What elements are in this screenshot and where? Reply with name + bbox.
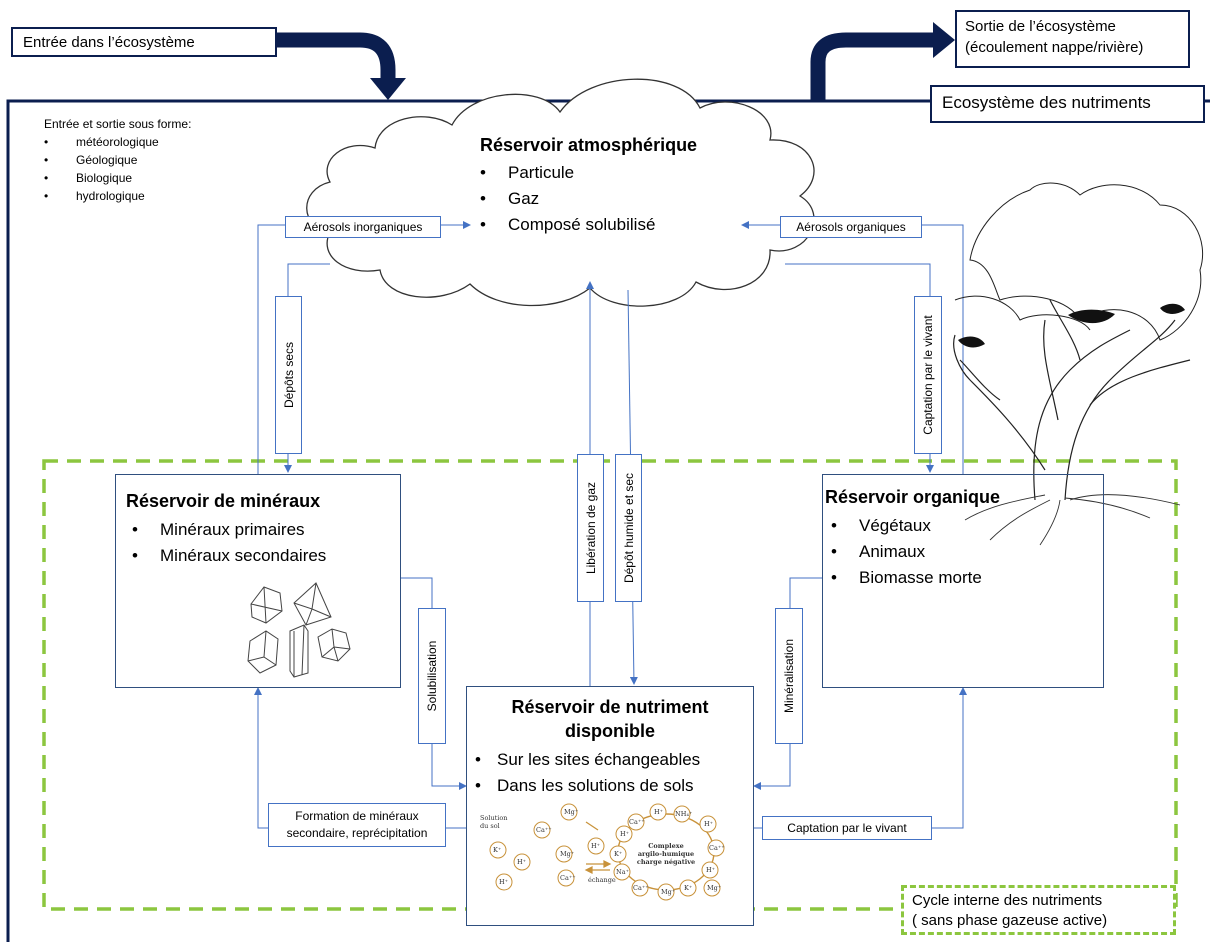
entry-label: Entrée dans l’écosystème bbox=[23, 34, 195, 51]
ecosystem-frame bbox=[6, 99, 1210, 942]
flow-aerosols-inorganiques: Aérosols inorganiques bbox=[285, 216, 441, 238]
ion-label: Mg⁺ bbox=[707, 884, 722, 892]
ion-label: K⁺ bbox=[614, 850, 623, 858]
flow-aerosols-organiques-text: Aérosols organiques bbox=[796, 220, 906, 234]
minerals-list: Minéraux primaires Minéraux secondaires bbox=[126, 517, 400, 569]
organic-title: Réservoir organique bbox=[825, 487, 1001, 507]
exit-label-line2: (écoulement nappe/rivière) bbox=[965, 39, 1144, 56]
soil-complexe-line1: Complexe bbox=[648, 842, 684, 850]
list-item: hydrologique bbox=[44, 187, 191, 205]
flow-solubilisation: Solubilisation bbox=[418, 608, 446, 744]
internal-cycle-line2: ( sans phase gazeuse active) bbox=[912, 912, 1108, 929]
exit-label-box: Sortie de l’écosystème (écoulement nappe… bbox=[955, 10, 1190, 68]
list-item: Dans les solutions de sols bbox=[469, 773, 753, 799]
entry-arrow bbox=[277, 32, 406, 100]
list-item: météorologique bbox=[44, 133, 191, 151]
flow-depots-secs: Dépôts secs bbox=[275, 296, 302, 454]
flow-captation-horizontal-text: Captation par le vivant bbox=[787, 821, 907, 835]
list-item: Géologique bbox=[44, 151, 191, 169]
ion-label: Mg⁺ bbox=[661, 888, 676, 896]
list-item: Biomasse morte bbox=[825, 565, 1103, 591]
ion-label: H⁺ bbox=[620, 830, 630, 838]
nutrient-list: Sur les sites échangeables Dans les solu… bbox=[469, 747, 753, 799]
flow-mineralisation-text: Minéralisation bbox=[782, 638, 796, 714]
list-item: Particule bbox=[474, 160, 774, 186]
list-item: Gaz bbox=[474, 186, 774, 212]
io-forms-heading: Entrée et sortie sous forme: bbox=[44, 117, 192, 131]
ion-label: K⁺ bbox=[684, 884, 693, 892]
ion-label: Ca⁺⁺ bbox=[629, 818, 645, 826]
organic-list: Végétaux Animaux Biomasse morte bbox=[825, 513, 1103, 591]
soil-solution-label: Solution du sol bbox=[480, 814, 507, 830]
io-forms-list: météorologique Géologique Biologique hyd… bbox=[44, 133, 191, 205]
ion-label: K⁺ bbox=[493, 846, 502, 854]
atmosphere-list: Particule Gaz Composé solubilisé bbox=[474, 160, 774, 238]
ecosystem-title-box: Ecosystème des nutriments bbox=[930, 85, 1205, 123]
ion-label: H⁺ bbox=[591, 842, 601, 850]
io-forms: Entrée et sortie sous forme: météorologi… bbox=[44, 115, 191, 205]
list-item: Composé solubilisé bbox=[474, 212, 774, 238]
flow-captation-vertical: Captation par le vivant bbox=[914, 296, 942, 454]
list-item: Végétaux bbox=[825, 513, 1103, 539]
flow-formation-line2: secondaire, reprécipitation bbox=[286, 826, 428, 840]
ion-label: NH₄⁺ bbox=[675, 810, 693, 818]
ion-label: H⁺ bbox=[704, 820, 714, 828]
ion-label: H⁺ bbox=[654, 808, 664, 816]
flow-liberation-gaz: Libération de gaz bbox=[577, 454, 604, 602]
soil-figure-shapes bbox=[489, 803, 725, 901]
minerals-reservoir: Réservoir de minéraux Minéraux primaires… bbox=[115, 474, 401, 688]
flow-captation-horizontal: Captation par le vivant bbox=[762, 816, 932, 840]
soil-solution-line1: Solution bbox=[480, 814, 508, 822]
ion-label: Na⁺ bbox=[616, 868, 629, 876]
ion-label: Mg⁺ bbox=[560, 850, 575, 858]
list-item: Biologique bbox=[44, 169, 191, 187]
ion-label: Ca⁺⁺ bbox=[536, 826, 552, 834]
ion-label: H⁺ bbox=[499, 878, 509, 886]
soil-echange-label: échange bbox=[588, 876, 616, 884]
soil-complexe-line2: argilo-humique bbox=[637, 850, 695, 858]
ion-label: Ca⁺⁺ bbox=[560, 874, 576, 882]
ion-label: H⁺ bbox=[517, 858, 527, 866]
flow-captation-vertical-text: Captation par le vivant bbox=[921, 315, 935, 435]
flow-liberation-gaz-text: Libération de gaz bbox=[583, 481, 598, 575]
soil-exchange-figure: Solution du sol Complexe argilo-humique … bbox=[476, 800, 746, 918]
ion-label: Ca⁺⁺ bbox=[633, 884, 649, 892]
flow-aerosols-inorganiques-text: Aérosols inorganiques bbox=[303, 220, 423, 234]
nutrient-title-line2: disponible bbox=[565, 721, 655, 741]
minerals-title: Réservoir de minéraux bbox=[126, 491, 321, 511]
crystals-icon bbox=[247, 582, 351, 678]
entry-label-box: Entrée dans l’écosystème bbox=[11, 27, 277, 57]
flow-depot-humide-sec: Dépôt humide et sec bbox=[615, 454, 642, 602]
ion-label: H⁺ bbox=[706, 866, 716, 874]
ion-label: Mg⁺ bbox=[564, 808, 579, 816]
nutrient-title-line1: Réservoir de nutriment bbox=[511, 697, 709, 717]
flow-formation-mineraux: Formation de minéraux secondaire, repréc… bbox=[268, 803, 446, 847]
list-item: Minéraux secondaires bbox=[126, 543, 400, 569]
flow-formation-line1: Formation de minéraux bbox=[295, 809, 419, 823]
soil-complexe-line3: charge négative bbox=[636, 858, 696, 866]
exit-label-line1: Sortie de l’écosystème bbox=[965, 18, 1116, 35]
flow-mineralisation: Minéralisation bbox=[775, 608, 803, 744]
organic-reservoir: Réservoir organique Végétaux Animaux Bio… bbox=[822, 474, 1104, 688]
internal-cycle-line1: Cycle interne des nutriments bbox=[912, 892, 1103, 909]
atmosphere-reservoir: Réservoir atmosphérique Particule Gaz Co… bbox=[474, 132, 774, 238]
list-item: Sur les sites échangeables bbox=[469, 747, 753, 773]
list-item: Animaux bbox=[825, 539, 1103, 565]
flow-aerosols-organiques: Aérosols organiques bbox=[780, 216, 922, 238]
soil-complexe-label: Complexe argilo-humique charge négative bbox=[636, 842, 696, 866]
ion-label: Ca⁺⁺ bbox=[709, 844, 725, 852]
soil-solution-line2: du sol bbox=[480, 822, 500, 830]
flow-depot-humide-sec-text: Dépôt humide et sec bbox=[621, 472, 636, 584]
exit-arrow bbox=[810, 22, 955, 101]
ecosystem-title: Ecosystème des nutriments bbox=[942, 93, 1151, 112]
list-item: Minéraux primaires bbox=[126, 517, 400, 543]
flow-depots-secs-text: Dépôts secs bbox=[281, 341, 296, 409]
atmosphere-title: Réservoir atmosphérique bbox=[480, 135, 698, 155]
internal-cycle-label: Cycle interne des nutriments ( sans phas… bbox=[901, 885, 1176, 935]
flow-solubilisation-text: Solubilisation bbox=[425, 640, 439, 712]
